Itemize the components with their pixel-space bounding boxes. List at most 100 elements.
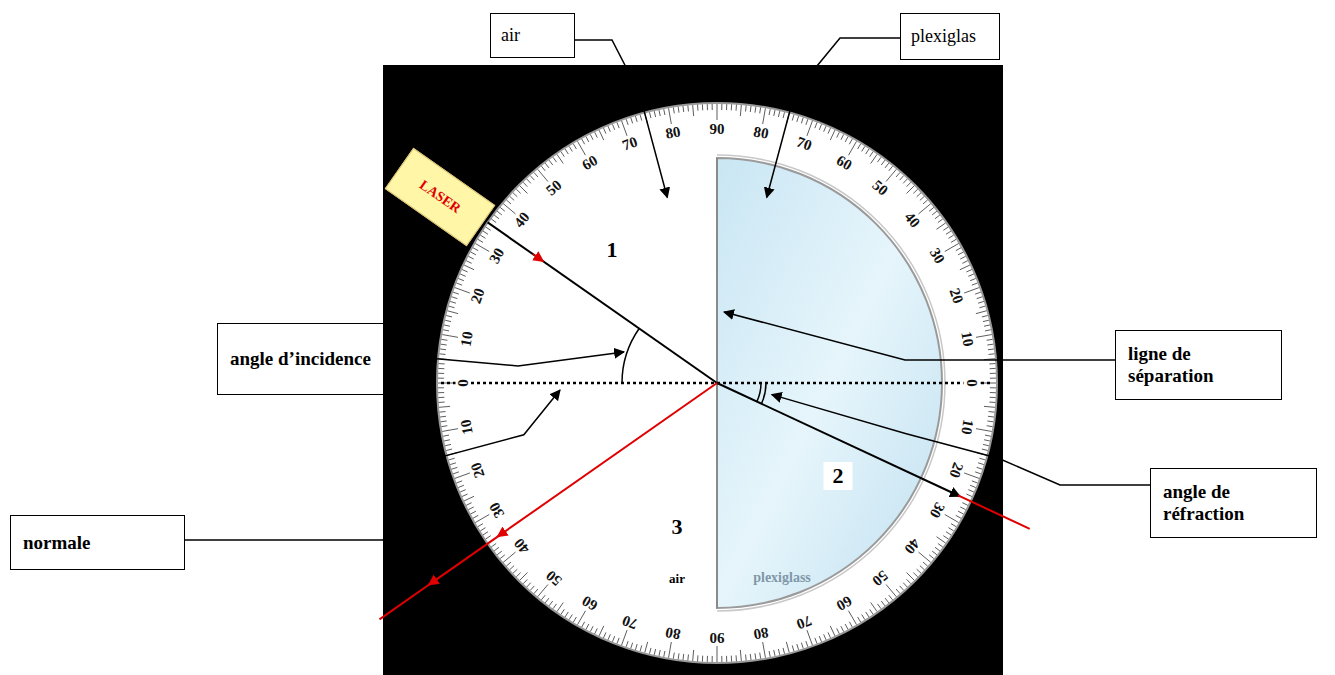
- scale-tick: [923, 200, 928, 204]
- scale-tick: [871, 603, 877, 612]
- laser-box: LASER: [385, 148, 496, 246]
- scale-tick: [917, 569, 921, 573]
- scale-tick: [440, 411, 446, 413]
- scale-tick: [750, 106, 752, 112]
- scale-tick: [478, 524, 483, 527]
- scale-number: 90: [709, 122, 726, 137]
- scale-tick: [626, 119, 628, 125]
- scale-tick: [439, 363, 445, 364]
- reflected-beam: [429, 536, 499, 585]
- scale-number: 70: [620, 134, 641, 154]
- scale-tick: [903, 583, 907, 587]
- scale-tick: [990, 387, 996, 388]
- scale-tick: [990, 368, 996, 369]
- scale-tick: [717, 104, 718, 120]
- callout-text: LASER: [416, 177, 463, 217]
- scale-tick: [717, 646, 718, 662]
- scale-tick: [983, 320, 989, 321]
- scale-tick: [964, 288, 979, 293]
- scale-tick: [466, 503, 471, 506]
- scale-tick: [669, 108, 672, 124]
- scale-number: 80: [663, 124, 682, 142]
- scale-tick: [932, 551, 937, 555]
- scale-tick: [523, 182, 527, 186]
- scale-number: 70: [620, 612, 641, 632]
- scale-tick: [828, 128, 830, 133]
- scale-tick: [702, 104, 703, 110]
- scale-tick: [885, 163, 889, 168]
- scale-number: 10: [458, 329, 476, 348]
- medium-label: air: [669, 572, 685, 585]
- scale-tick: [740, 650, 742, 661]
- scale-tick: [455, 288, 470, 293]
- scale-tick: [500, 555, 505, 559]
- reflected-beam: [497, 383, 717, 537]
- scale-tick: [946, 532, 951, 535]
- scale-tick: [982, 449, 988, 450]
- beam-arrow: [533, 254, 544, 261]
- leader-line: [185, 390, 560, 540]
- scale-tick: [491, 543, 496, 547]
- scale-tick: [979, 306, 985, 308]
- scale-tick: [849, 622, 852, 627]
- scale-tick: [712, 656, 713, 662]
- scale-tick: [578, 611, 586, 625]
- scale-tick: [468, 256, 473, 259]
- scale-tick: [669, 642, 672, 658]
- scale-tick: [599, 626, 604, 636]
- scale-tick: [462, 494, 467, 496]
- scale-tick: [471, 252, 476, 255]
- scale-tick: [889, 595, 893, 600]
- scale-tick: [801, 118, 803, 124]
- scale-tick: [769, 651, 770, 657]
- scale-number: 30: [926, 499, 947, 521]
- callout-box: normale: [10, 515, 185, 570]
- scale-tick: [958, 511, 963, 514]
- scale-tick: [442, 335, 458, 338]
- scale-tick: [573, 144, 576, 149]
- scale-tick: [453, 292, 459, 294]
- scale-number: 80: [751, 624, 770, 642]
- scale-tick: [590, 134, 593, 139]
- scale-tick: [964, 473, 979, 478]
- scale-tick: [553, 157, 557, 162]
- scale-tick: [917, 193, 921, 197]
- scale-tick: [907, 573, 915, 581]
- scale-tick: [464, 265, 474, 270]
- scale-tick: [612, 636, 614, 642]
- scale-tick: [440, 348, 446, 350]
- scale-tick: [990, 397, 996, 398]
- scale-tick: [984, 440, 990, 441]
- scale-tick: [976, 335, 992, 338]
- scale-tick: [503, 204, 515, 214]
- scale-tick: [582, 139, 585, 144]
- scale-tick: [806, 119, 808, 125]
- scale-tick: [480, 528, 485, 531]
- scale-tick: [527, 583, 531, 587]
- scale-tick: [561, 609, 564, 614]
- callout-text: air: [501, 25, 520, 46]
- scale-tick: [845, 624, 848, 629]
- callout-box: angle d’incidence: [217, 323, 384, 395]
- scale-tick: [970, 485, 976, 487]
- scale-tick: [654, 649, 655, 655]
- scale-tick: [990, 378, 996, 379]
- scale-tick: [590, 626, 593, 631]
- callout-text: plexiglas: [911, 26, 976, 47]
- scale-tick: [453, 472, 459, 474]
- scale-tick: [473, 515, 478, 518]
- scale-tick: [438, 378, 444, 379]
- scale-tick: [445, 444, 451, 445]
- scale-tick: [900, 586, 904, 590]
- scale-tick: [806, 641, 808, 647]
- scale-tick: [510, 566, 514, 570]
- scale-tick: [569, 146, 572, 151]
- scale-tick: [978, 301, 984, 303]
- scale-tick: [849, 141, 857, 155]
- scale-tick: [631, 643, 633, 649]
- scale-tick: [920, 566, 924, 570]
- scale-number: 30: [926, 245, 947, 267]
- scale-tick: [446, 449, 452, 450]
- callout-text: ligne de séparation: [1128, 343, 1269, 387]
- scale-tick: [561, 152, 564, 157]
